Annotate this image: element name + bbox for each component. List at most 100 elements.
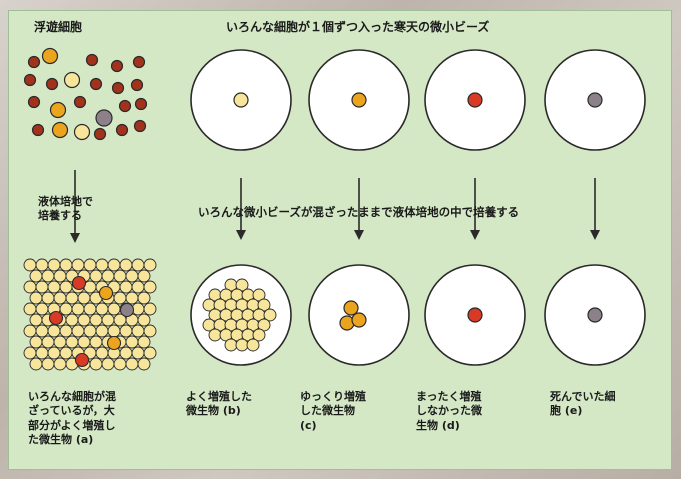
grown-cell <box>119 280 133 294</box>
grown-cell <box>137 269 151 283</box>
bead-grown-cell <box>252 328 266 342</box>
grown-cell <box>47 346 61 360</box>
grown-cell <box>47 324 61 338</box>
floating-cell <box>45 77 59 91</box>
mixed-cell <box>71 275 87 291</box>
grown-cell <box>35 258 49 272</box>
grown-cell <box>41 335 55 349</box>
floating-cell <box>51 121 69 139</box>
grown-cell <box>29 269 43 283</box>
floating-cell <box>31 123 45 137</box>
grown-cell <box>41 357 55 371</box>
grown-cell <box>113 269 127 283</box>
grown-cell <box>143 280 157 294</box>
bead-cell-top <box>351 92 367 108</box>
grown-cell <box>131 258 145 272</box>
bead-grown-cell <box>224 338 238 352</box>
grown-cell <box>23 302 37 316</box>
title-agar-microbeads: いろんな細胞が１個ずつ入った寒天の微小ビーズ <box>226 20 490 34</box>
bead-cell-bottom <box>343 300 359 316</box>
grown-cell <box>77 313 91 327</box>
arrow-head <box>236 230 246 240</box>
grown-cell <box>113 291 127 305</box>
grown-cell <box>125 269 139 283</box>
grown-cell <box>77 291 91 305</box>
title-floating-cells: 浮遊細胞 <box>34 20 83 34</box>
bead-cell-bottom <box>351 312 367 328</box>
grown-cell <box>119 324 133 338</box>
arrow-head <box>470 230 480 240</box>
grown-cell <box>137 291 151 305</box>
floating-cell <box>89 77 103 91</box>
grown-cell <box>35 280 49 294</box>
grown-cell <box>101 269 115 283</box>
grown-cell <box>113 357 127 371</box>
bead-cell-bottom <box>587 307 603 323</box>
label-liquid-culture: 液体培地で 培養する <box>38 195 93 223</box>
label-mixed-culture: いろんな微小ビーズが混ざったままで液体培地の中で培養する <box>198 205 520 219</box>
bead-grown-cell <box>208 328 222 342</box>
grown-cell <box>47 258 61 272</box>
grown-cell <box>65 291 79 305</box>
grown-cell <box>53 335 67 349</box>
floating-cell <box>132 55 146 69</box>
grown-cell <box>29 335 43 349</box>
bead-cell-top <box>587 92 603 108</box>
grown-cell <box>59 324 73 338</box>
grown-cell <box>65 313 79 327</box>
grown-cell <box>89 313 103 327</box>
grown-cell <box>83 258 97 272</box>
grown-cell <box>23 324 37 338</box>
grown-cell <box>143 302 157 316</box>
grown-cell <box>143 324 157 338</box>
mixed-cell <box>119 302 135 318</box>
grown-cell <box>101 313 115 327</box>
grown-cell <box>107 324 121 338</box>
floating-cell <box>130 78 144 92</box>
grown-cell <box>89 335 103 349</box>
grown-cell <box>35 302 49 316</box>
floating-cell <box>133 119 147 133</box>
grown-cell <box>131 346 145 360</box>
mixed-cell <box>106 335 122 351</box>
mixed-cell <box>74 352 90 368</box>
grown-cell <box>119 346 133 360</box>
grown-cell <box>83 302 97 316</box>
grown-cell <box>59 346 73 360</box>
floating-cell <box>49 101 67 119</box>
bead-grown-cell <box>235 338 249 352</box>
grown-cell <box>23 258 37 272</box>
grown-cell <box>119 258 133 272</box>
grown-cell <box>125 357 139 371</box>
grown-cell <box>77 335 91 349</box>
floating-cell <box>73 95 87 109</box>
grown-cell <box>95 324 109 338</box>
grown-cell <box>107 302 121 316</box>
floating-cell <box>41 47 59 65</box>
grown-cell <box>65 335 79 349</box>
grown-cell <box>59 302 73 316</box>
grown-cell <box>29 313 43 327</box>
arrow-left-head <box>70 233 80 243</box>
grown-cell <box>101 357 115 371</box>
grown-cell <box>95 258 109 272</box>
grown-cell <box>35 324 49 338</box>
grown-cell <box>95 302 109 316</box>
bead-cell-bottom <box>467 307 483 323</box>
grown-cell <box>71 324 85 338</box>
grown-cell <box>47 280 61 294</box>
grown-cell <box>53 291 67 305</box>
floating-cell <box>27 55 41 69</box>
arrow-head <box>354 230 364 240</box>
grown-cell <box>131 280 145 294</box>
floating-cell <box>111 81 125 95</box>
grown-cell <box>137 357 151 371</box>
grown-cell <box>137 313 151 327</box>
grown-cell <box>53 269 67 283</box>
grown-cell <box>107 258 121 272</box>
caption-d: まったく増殖 しなかった微 生物 (d) <box>416 390 482 432</box>
grown-cell <box>137 335 151 349</box>
grown-cell <box>59 280 73 294</box>
floating-cell <box>85 53 99 67</box>
